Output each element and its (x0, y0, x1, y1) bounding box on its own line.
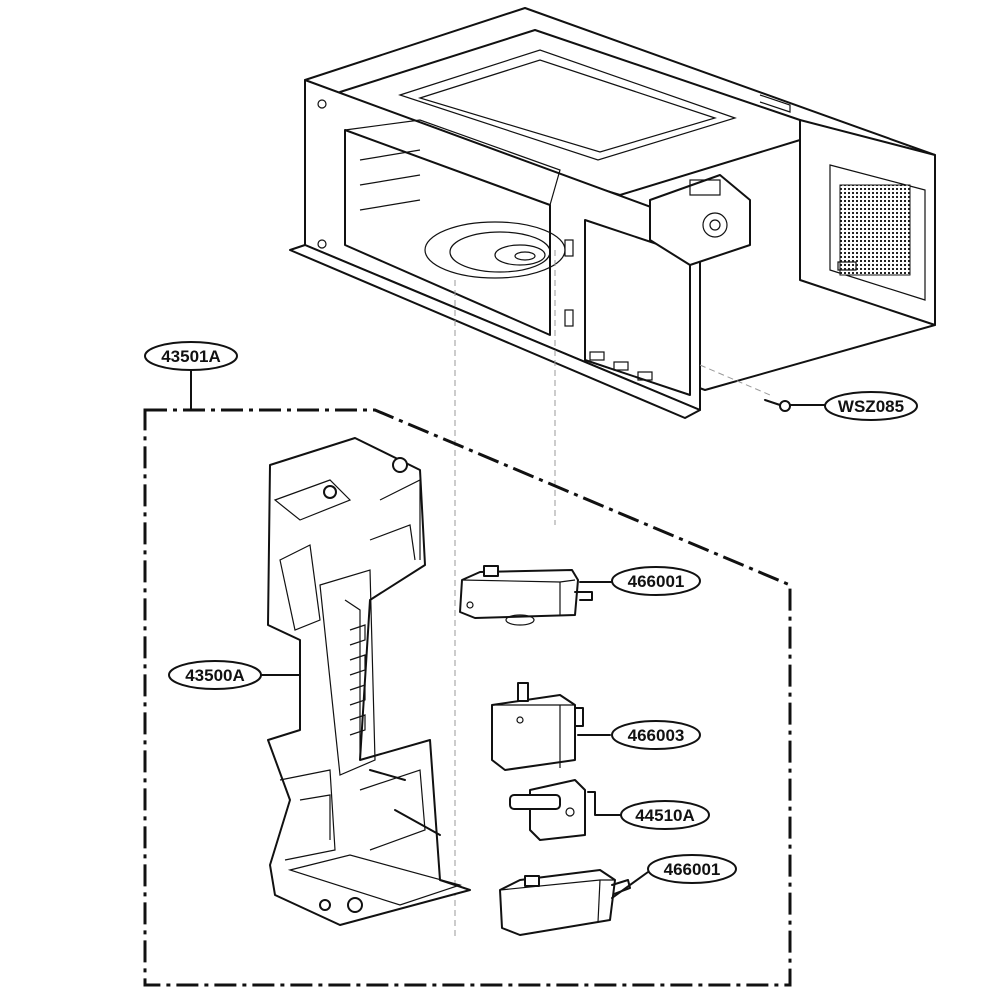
micro-switch-top-part (459, 565, 593, 626)
lever-part (509, 779, 586, 841)
callout-44510A: 44510A (620, 800, 710, 830)
callout-43501A: 43501A (144, 341, 238, 371)
leader-lines (190, 369, 826, 899)
callout-label: 466003 (628, 726, 685, 745)
callout-label: 466001 (664, 860, 721, 879)
callout-43500A: 43500A (168, 660, 262, 690)
motor-unit (649, 174, 751, 266)
assembly-boundary (143, 408, 792, 987)
callout-466003: 466003 (611, 720, 701, 750)
callout-label: 43501A (161, 347, 221, 366)
latch-board-part (267, 437, 471, 926)
screw-part (764, 399, 791, 412)
callout-466001-bottom: 466001 (647, 854, 737, 884)
callout-466001-top: 466001 (611, 566, 701, 596)
micro-switch-bottom-part (499, 869, 631, 936)
callout-label: 43500A (185, 666, 245, 685)
callout-label: 44510A (635, 806, 695, 825)
callout-label: 466001 (628, 572, 685, 591)
microwave-cavity-chassis (289, 7, 936, 419)
alignment-guides (454, 250, 771, 940)
callout-WSZ085: WSZ085 (824, 391, 918, 421)
micro-switch-middle-part (491, 682, 584, 771)
vent-grille (839, 184, 911, 276)
callout-label: WSZ085 (838, 397, 904, 416)
